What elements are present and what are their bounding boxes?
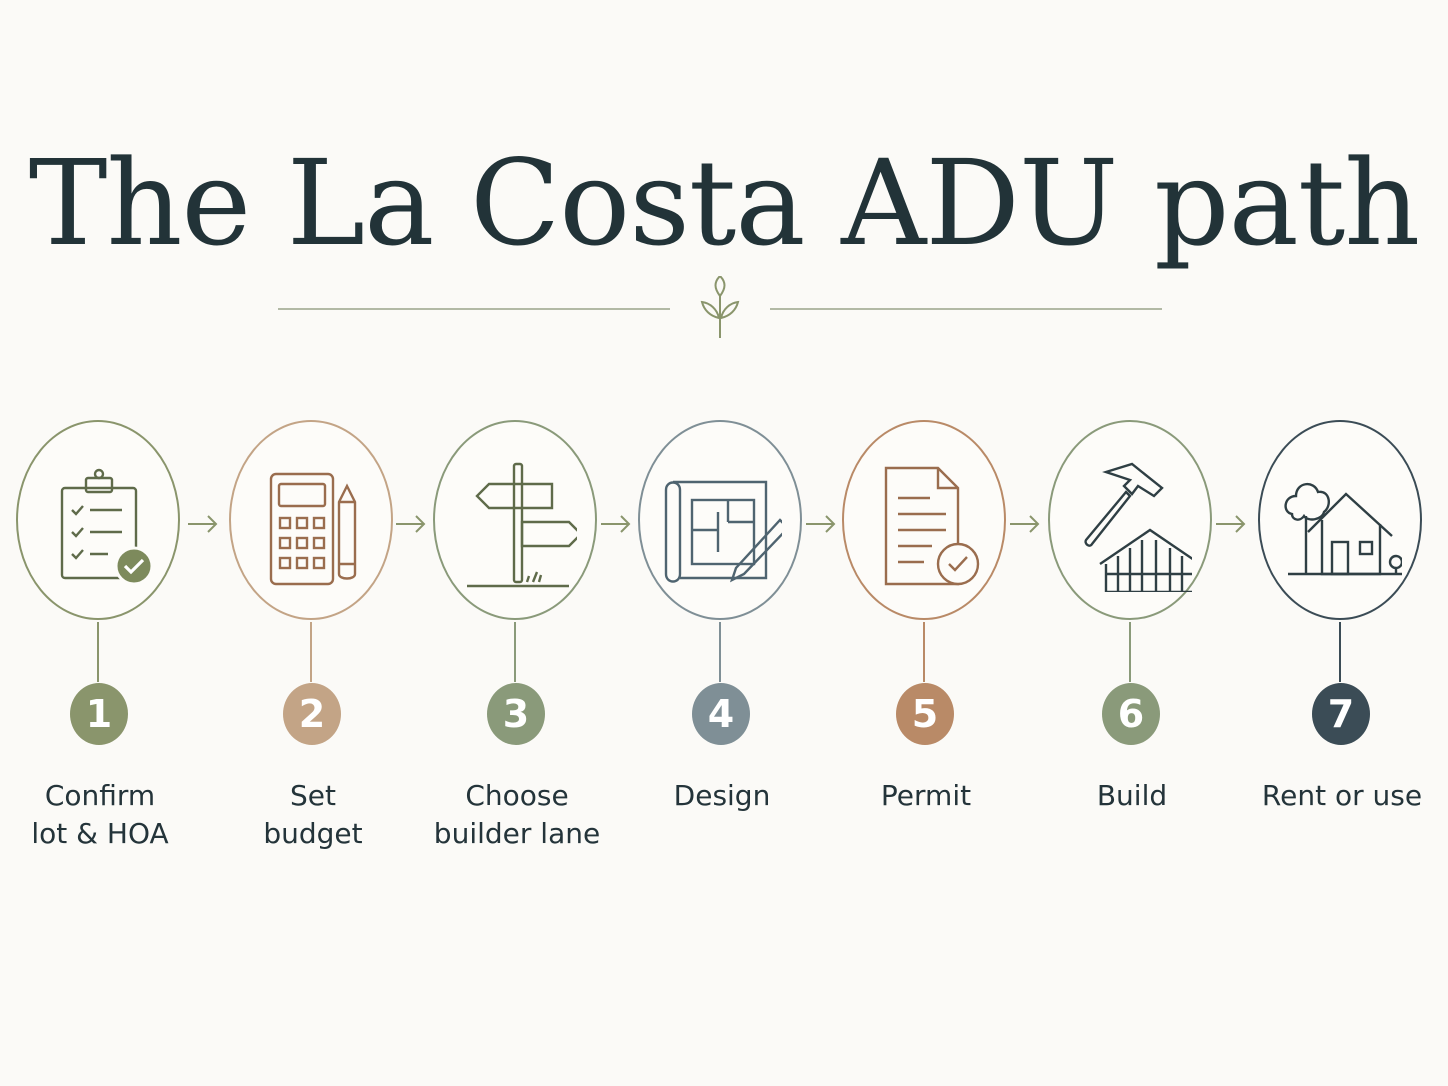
step-2-label: Set budget [213, 777, 413, 853]
step-5-icon-circle [842, 420, 1006, 620]
step-5-label-line-1: Permit [880, 779, 972, 812]
clipboard-check-icon [60, 468, 154, 586]
signpost-icon [467, 462, 577, 588]
step-7-connector [1339, 622, 1341, 682]
step-6-label-line-1: Build [1096, 779, 1168, 812]
title-divider [278, 276, 1162, 338]
house-icon [1284, 483, 1402, 576]
step-3-connector [514, 622, 516, 682]
step-3-label-line-2: builder lane [433, 817, 601, 850]
step-3-number-badge: 3 [487, 683, 545, 745]
step-1-number-badge: 1 [70, 683, 128, 745]
arrow-4-to-5 [806, 515, 836, 533]
arrow-5-to-6 [1010, 515, 1040, 533]
step-3-icon-circle [433, 420, 597, 620]
step-7-label-line-1: Rent or use [1261, 779, 1423, 812]
step-7-icon-circle [1258, 420, 1422, 620]
step-1: 1 Confirm lot & HOA [0, 420, 200, 880]
blueprint-icon [664, 480, 782, 583]
step-2-number-badge: 2 [283, 683, 341, 745]
calculator-pencil-icon [269, 472, 357, 586]
step-6-connector [1129, 622, 1131, 682]
arrow-2-to-3 [396, 515, 426, 533]
arrow-6-to-7 [1216, 515, 1246, 533]
arrow-3-to-4 [601, 515, 631, 533]
step-4-connector [719, 622, 721, 682]
step-3-label-line-1: Choose [465, 779, 569, 812]
step-1-icon-circle [16, 420, 180, 620]
hammer-frame-icon [1084, 462, 1192, 592]
approved-document-icon [884, 466, 980, 586]
step-5: 5 Permit [826, 420, 1026, 880]
step-2: 2 Set budget [213, 420, 413, 880]
page-title: The La Costa ADU path [28, 134, 1421, 272]
step-5-number-badge: 5 [896, 683, 954, 745]
step-2-label-line-2: budget [263, 817, 363, 850]
step-4-label: Design [622, 777, 822, 815]
step-4-icon-circle [638, 420, 802, 620]
step-3-label: Choose builder lane [417, 777, 617, 853]
step-6: 6 Build [1032, 420, 1232, 880]
step-4: 4 Design [622, 420, 822, 880]
step-2-label-line-1: Set [290, 779, 336, 812]
step-7: 7 Rent or use [1242, 420, 1442, 880]
arrow-1-to-2 [188, 515, 218, 533]
step-5-label: Permit [826, 777, 1026, 815]
step-1-label-line-2: lot & HOA [31, 817, 169, 850]
step-4-number-badge: 4 [692, 683, 750, 745]
step-4-label-line-1: Design [673, 779, 771, 812]
step-5-connector [923, 622, 925, 682]
step-6-number-badge: 6 [1102, 683, 1160, 745]
step-6-icon-circle [1048, 420, 1212, 620]
step-2-connector [310, 622, 312, 682]
step-1-label-line-1: Confirm [44, 779, 156, 812]
step-7-label: Rent or use [1242, 777, 1442, 815]
sprout-icon [700, 276, 740, 338]
step-3: 3 Choose builder lane [417, 420, 617, 880]
step-7-number-badge: 7 [1312, 683, 1370, 745]
step-1-label: Confirm lot & HOA [0, 777, 200, 853]
step-2-icon-circle [229, 420, 393, 620]
step-6-label: Build [1032, 777, 1232, 815]
step-1-connector [97, 622, 99, 682]
